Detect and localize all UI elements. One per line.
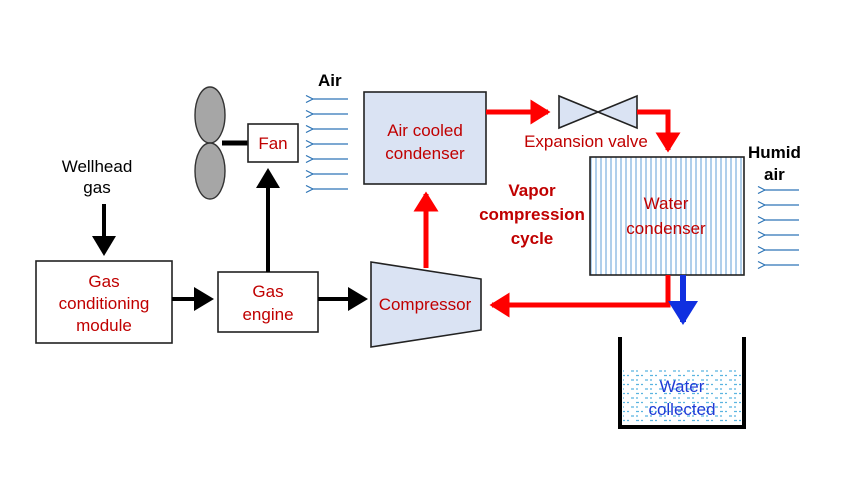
water-condenser: Water condenser	[589, 156, 745, 276]
water-collected-line2: collected	[648, 400, 715, 419]
water-condenser-line2: condenser	[626, 219, 706, 238]
humid-air-arrows	[764, 190, 799, 265]
refrigerant-valve-to-water-condenser	[637, 109, 681, 153]
cycle-line2: compression	[479, 205, 585, 224]
gas-engine: Gas engine	[217, 271, 319, 333]
compressor-label: Compressor	[379, 295, 472, 314]
wellhead-gas-line1: Wellhead	[62, 157, 133, 176]
gas-engine-line1: Gas	[252, 282, 283, 301]
cycle-line1: Vapor	[508, 181, 556, 200]
water-collected-tank: Water collected	[618, 337, 746, 429]
expansion-valve-label: Expansion valve	[524, 132, 648, 151]
vapor-compression-cycle-label: Vapor compression cycle	[479, 181, 585, 248]
gas-conditioning-module: Gas conditioning module	[35, 260, 173, 344]
air-label: Air	[318, 71, 342, 90]
compressor: Compressor	[370, 261, 482, 348]
wellhead-gas-label: Wellhead gas	[62, 157, 133, 197]
fan-blades-icon	[194, 86, 226, 200]
water-condenser-line1: Water	[644, 194, 689, 213]
cycle-line3: cycle	[511, 229, 554, 248]
wellhead-gas-line2: gas	[83, 178, 110, 197]
humid-air-line2: air	[764, 165, 785, 184]
fan-label: Fan	[258, 134, 287, 153]
refrigerant-water-condenser-to-compressor	[489, 275, 671, 318]
gas-conditioning-line3: module	[76, 316, 132, 335]
gas-conditioning-line2: conditioning	[59, 294, 150, 313]
air-cooled-condenser-line2: condenser	[385, 144, 465, 163]
fan: Fan	[247, 123, 299, 163]
gas-engine-line2: engine	[242, 305, 293, 324]
air-arrows	[312, 99, 348, 189]
gas-conditioning-line1: Gas	[88, 272, 119, 291]
air-cooled-condenser: Air cooled condenser	[363, 91, 487, 185]
water-collected-line1: Water	[660, 377, 705, 396]
air-cooled-condenser-line1: Air cooled	[387, 121, 463, 140]
humid-air-line1: Humid	[748, 143, 801, 162]
expansion-valve-icon	[558, 94, 638, 130]
